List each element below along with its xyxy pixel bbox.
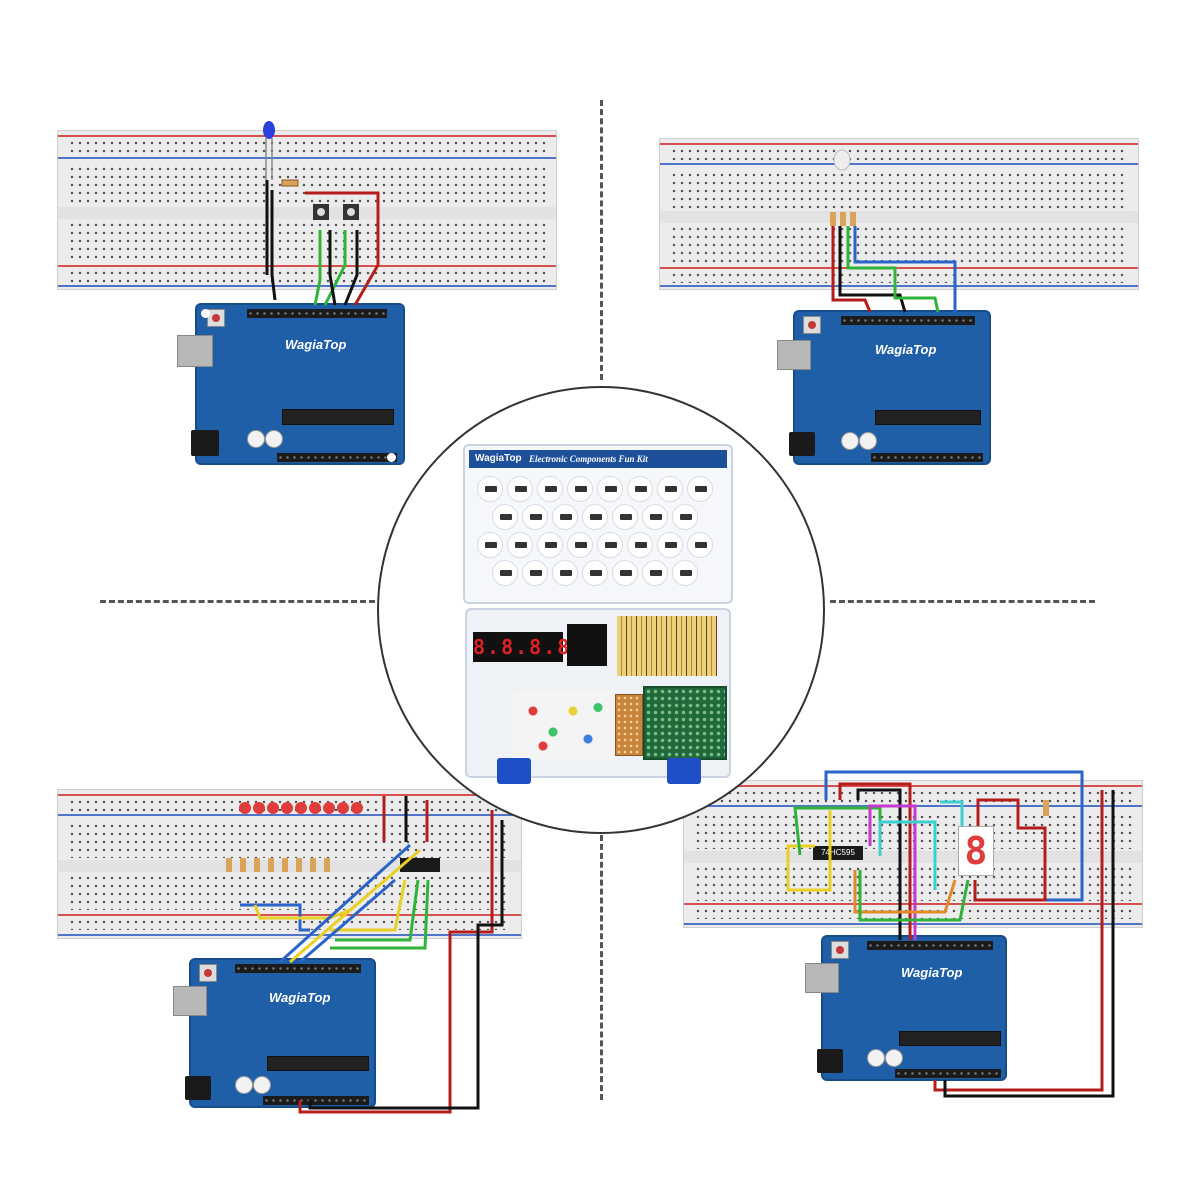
rgb-led [833,149,851,171]
kit-header: WagiaTop Electronic Components Fun Kit [469,450,727,468]
breadboard-bottom-right [683,780,1143,928]
bottom-left-circuit [226,796,504,1114]
resistor [281,179,299,187]
resistor-row [226,858,330,872]
shift-register-chip: 74HC595 [813,846,863,860]
led-matrix [643,686,727,760]
kit-latch-right [667,758,701,784]
board-brand-logo: WagiaTop [901,965,963,980]
component-kit-circle: WagiaTop Electronic Components Fun Kit 8… [377,386,825,834]
red-led-row [239,802,363,814]
arduino-board-top-right: WagiaTop [777,310,991,465]
separator-horizontal-right [830,600,1095,603]
kit-lid: WagiaTop Electronic Components Fun Kit [463,444,733,604]
board-brand-logo: WagiaTop [269,990,331,1005]
separator-vertical-top [600,100,603,380]
breadboard-top-left [57,130,557,290]
separator-vertical-bottom [600,835,603,1100]
resistor-pack [617,616,717,676]
top-right-circuit [830,149,957,313]
kit-title: Electronic Components Fun Kit [529,454,648,464]
arduino-board-bottom-right: WagiaTop [805,935,1007,1081]
component-kit-box: WagiaTop Electronic Components Fun Kit 8… [463,444,733,784]
top-left-circuit [263,121,380,306]
board-brand-logo: WagiaTop [285,337,347,352]
separator-horizontal-left [100,600,375,603]
prototype-board [615,694,643,756]
led-assortment [513,690,613,760]
seven-segment-display: 8 [958,826,994,876]
breadboard-top-right [659,138,1139,290]
four-digit-display: 8.8.8.8. [473,632,583,662]
seven-segment-digit: 8 [964,829,988,873]
kit-tray: 8.8.8.8. [465,608,731,778]
breadboard-bottom-left [57,789,522,939]
power-module [567,624,607,666]
arduino-board-bottom-left: WagiaTop [173,958,376,1108]
bottom-right-circuit [786,770,1115,1098]
kit-brand: WagiaTop [475,453,522,464]
blue-led [263,121,275,139]
arduino-board-top-left: WagiaTop [177,303,405,465]
board-brand-logo: WagiaTop [875,342,937,357]
kit-latch-left [497,758,531,784]
